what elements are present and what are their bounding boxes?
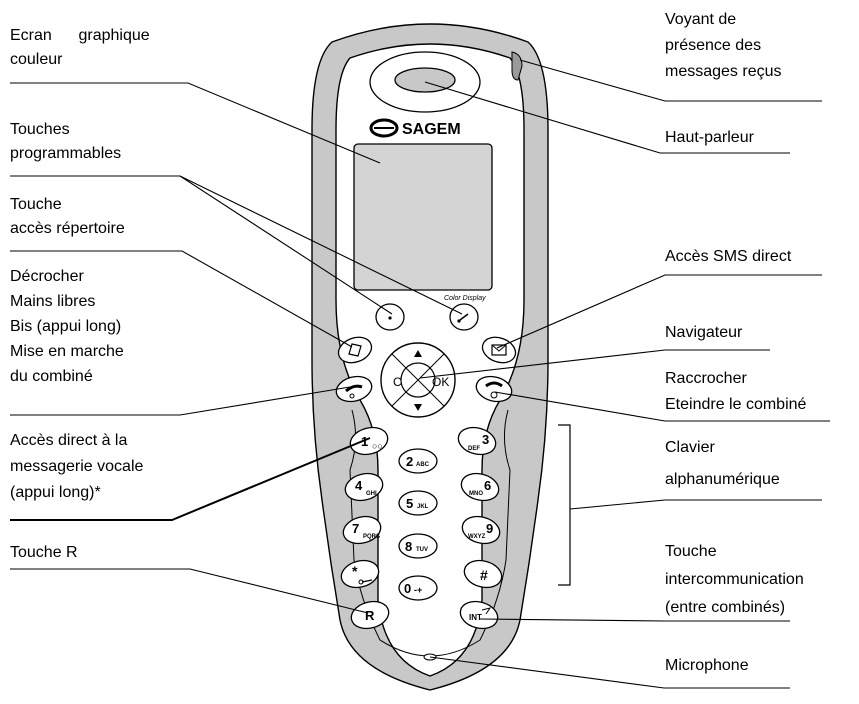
line-ecran: [10, 82, 381, 164]
line-sms: [496, 274, 822, 349]
label-decrocher: Décrocher Mains libres Bis (appui long) …: [10, 268, 124, 385]
label-ecran: Ecran graphique couleur: [10, 27, 150, 68]
nav-down-arrow: [414, 404, 422, 411]
key-6[interactable]: 6 MNO: [458, 470, 501, 505]
svg-text:9: 9: [486, 521, 493, 536]
svg-text:7: 7: [352, 521, 359, 536]
svg-text:1: 1: [361, 434, 368, 449]
svg-text:4: 4: [355, 478, 363, 493]
intercom-arrow-icon: [481, 607, 492, 615]
svg-text:DEF: DEF: [468, 446, 480, 452]
label-clavier: Clavier alphanumérique: [665, 439, 780, 488]
label-voyant: Voyant de présence des messages reçus: [665, 11, 782, 80]
svg-text:○○: ○○: [372, 441, 383, 451]
svg-text:8: 8: [405, 539, 412, 554]
key-0[interactable]: 0 -+: [398, 575, 438, 601]
soft-key-left[interactable]: [375, 303, 405, 331]
label-messagerie: Accès direct à la messagerie vocale (app…: [10, 432, 144, 501]
label-microphone: Microphone: [665, 657, 749, 674]
key-4[interactable]: 4 GHI: [342, 470, 385, 505]
svg-text:-+: -+: [414, 585, 422, 595]
key-2[interactable]: 2 ABC: [398, 448, 438, 474]
handset-icon: [345, 384, 363, 393]
key-8[interactable]: 8 TUV: [398, 533, 438, 559]
envelope-icon: [491, 344, 507, 356]
label-haut-parleur: Haut-parleur: [665, 129, 754, 146]
svg-text:ABC: ABC: [416, 462, 430, 468]
line-touche-r: [10, 568, 369, 614]
key-r[interactable]: R: [348, 598, 391, 633]
label-repertoire: Touche accès répertoire: [10, 196, 125, 237]
line-navigateur: [419, 349, 770, 379]
label-raccrocher: Raccrocher Eteindre le combiné: [665, 370, 807, 413]
key-9[interactable]: 9 WXYZ: [459, 513, 502, 548]
hang-up-key[interactable]: [474, 373, 515, 405]
svg-text:5: 5: [406, 496, 413, 511]
svg-text:MNO: MNO: [469, 491, 483, 497]
svg-text:0: 0: [404, 581, 411, 596]
line-raccrocher: [494, 391, 830, 422]
keypad-keys: 1 ○○ 2 ABC 3 DEF 4 GHI 5 JKL 6 MNO: [338, 424, 504, 633]
message-led: [511, 51, 523, 81]
off-hook-key[interactable]: [334, 373, 375, 405]
color-screen: [353, 143, 493, 291]
navigator-pad[interactable]: C OK: [380, 342, 456, 418]
key-lock-icon: [361, 579, 373, 583]
svg-text:*: *: [352, 563, 358, 579]
svg-text:R: R: [365, 608, 375, 623]
key-7[interactable]: 7 PQRS: [340, 513, 383, 548]
key-hash[interactable]: #: [461, 557, 504, 592]
line-haut-parleur: [424, 81, 790, 154]
line-clavier: [569, 499, 822, 510]
soft-key-right[interactable]: [449, 303, 479, 331]
svg-text:TUV: TUV: [416, 547, 428, 553]
brand-text: SAGEM: [402, 121, 461, 138]
svg-text:GHI: GHI: [366, 491, 377, 497]
label-touches-programmables: Touches programmables: [10, 121, 122, 162]
svg-text:PQRS: PQRS: [363, 534, 380, 540]
key-3[interactable]: 3 DEF: [455, 424, 498, 459]
line-softkeys-right: [179, 175, 463, 315]
svg-text:INT: INT: [469, 613, 482, 622]
line-decrocher: [10, 386, 351, 416]
line-repertoire: [10, 250, 353, 348]
svg-text:2: 2: [406, 454, 413, 469]
line-messagerie: [10, 437, 371, 521]
key-5[interactable]: 5 JKL: [398, 490, 438, 516]
sagem-logo: SAGEM: [369, 118, 461, 138]
svg-text:WXYZ: WXYZ: [468, 534, 486, 540]
book-icon: [348, 343, 362, 357]
key-int[interactable]: INT: [457, 598, 500, 633]
keypad-bracket: [558, 424, 571, 586]
label-navigateur: Navigateur: [665, 324, 743, 341]
line-voyant: [519, 59, 822, 102]
nav-ok-label: OK: [432, 375, 449, 389]
nav-clear-label: C: [393, 375, 402, 389]
hang-up-icon: [485, 381, 503, 388]
svg-text:6: 6: [484, 478, 491, 493]
svg-text:3: 3: [482, 432, 489, 447]
label-intercom: Touche intercommunication (entre combiné…: [665, 543, 804, 616]
svg-text:JKL: JKL: [417, 504, 429, 510]
svg-text:#: #: [480, 567, 488, 583]
display-caption: Color Display: [444, 295, 486, 302]
key-star[interactable]: *: [338, 557, 381, 592]
line-intercom: [479, 618, 790, 622]
label-sms: Accès SMS direct: [665, 248, 792, 265]
nav-up-arrow: [414, 350, 422, 357]
callout-lines: [10, 59, 830, 689]
label-touche-r: Touche R: [10, 544, 78, 561]
line-microphone: [429, 656, 790, 689]
